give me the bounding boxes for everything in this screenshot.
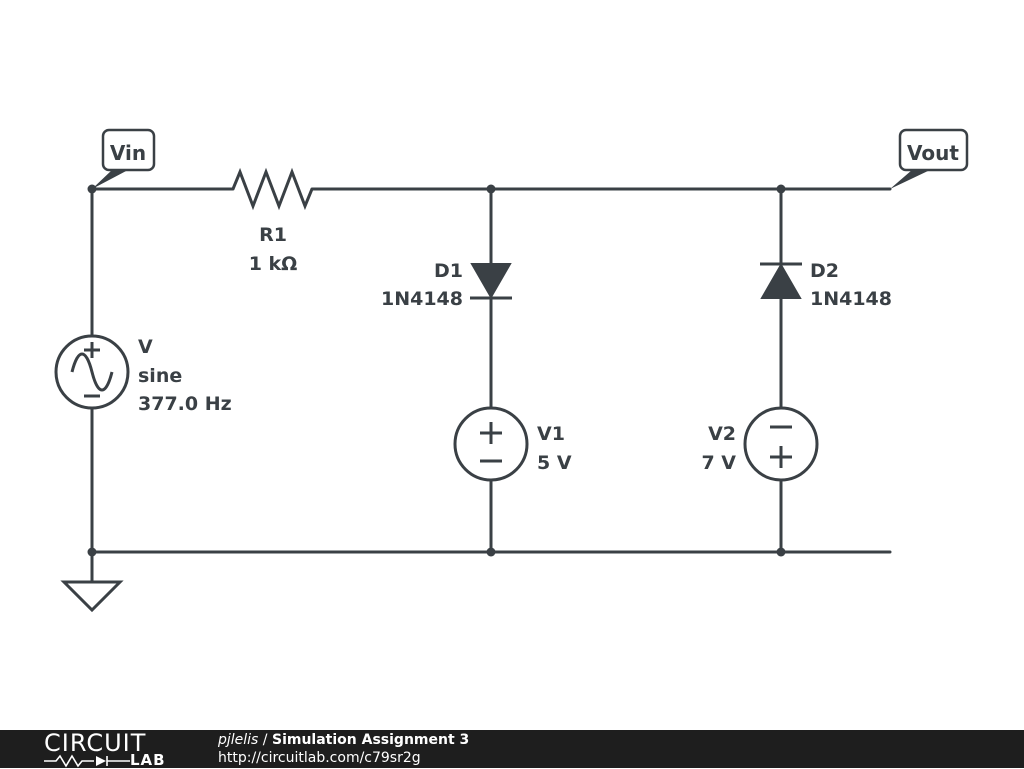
- r1-name-label: R1: [259, 224, 287, 246]
- source-name-label: V: [138, 336, 153, 358]
- node-tag-vin[interactable]: Vin: [92, 128, 156, 189]
- diode-d2-triangle: [760, 262, 802, 299]
- diode-d1[interactable]: [470, 263, 512, 300]
- junction-ground-v2: [776, 547, 786, 557]
- node-tag-vout[interactable]: Vout: [890, 128, 969, 189]
- circuit-title[interactable]: Simulation Assignment 3: [271, 732, 470, 748]
- diode-d1-triangle: [470, 263, 512, 300]
- author-link[interactable]: pjlelis: [218, 732, 259, 748]
- dc-source-v2[interactable]: [743, 406, 819, 482]
- dc-source-v1[interactable]: [453, 406, 529, 482]
- d2-part-label: 1N4148: [810, 288, 892, 310]
- dc-source-v2-circle: [743, 406, 819, 482]
- v1-value-label: 5 V: [537, 452, 572, 474]
- junction-d1-top: [486, 184, 496, 194]
- credit-line: pjlelis / Simulation Assignment 3: [218, 731, 469, 749]
- node-tag-vout-box: [898, 128, 969, 172]
- v2-value-label: 7 V: [701, 452, 736, 474]
- circuit-url-link[interactable]: http://circuitlab.com/c79sr2g: [218, 750, 421, 766]
- sine-wave-icon: [70, 352, 114, 392]
- source-type-label: sine: [138, 365, 182, 387]
- logo-circuit-text: CIRCUIT: [44, 729, 147, 757]
- diode-d2[interactable]: [760, 262, 802, 299]
- node-tag-vout-text: Vout: [907, 141, 959, 165]
- resistor-r1-symbol[interactable]: [231, 167, 314, 211]
- node-tag-vin-text: Vin: [110, 141, 146, 165]
- logo-resistor-diode-icon: [44, 754, 130, 768]
- junction-ground-v1: [486, 547, 496, 557]
- v1-name-label: V1: [537, 423, 565, 445]
- node-tag-vin-pointer: [92, 170, 128, 189]
- d1-part-label: 1N4148: [381, 288, 463, 310]
- junction-ground-left: [87, 547, 97, 557]
- r1-value-label: 1 kΩ: [249, 253, 298, 275]
- circuit-schematic: Vin Vout R1 1 kΩ D1 1N4148 D2 1N4148 V s…: [54, 128, 969, 613]
- d1-name-label: D1: [434, 260, 463, 282]
- footer-bar: CIRCUIT LAB pjlelis / Simulation Assignm…: [0, 730, 1024, 768]
- v2-name-label: V2: [708, 423, 736, 445]
- logo-lab-text: LAB: [130, 751, 166, 769]
- junction-d2-top: [776, 184, 786, 194]
- sine-source-circle: [54, 334, 130, 410]
- node-tag-vin-box: [101, 128, 156, 172]
- source-frequency-label: 377.0 Hz: [138, 393, 232, 415]
- node-tag-vout-pointer: [890, 170, 930, 189]
- d2-name-label: D2: [810, 260, 839, 282]
- ground-icon: [60, 580, 124, 613]
- credit-separator: /: [258, 732, 272, 748]
- sine-source[interactable]: [54, 334, 130, 410]
